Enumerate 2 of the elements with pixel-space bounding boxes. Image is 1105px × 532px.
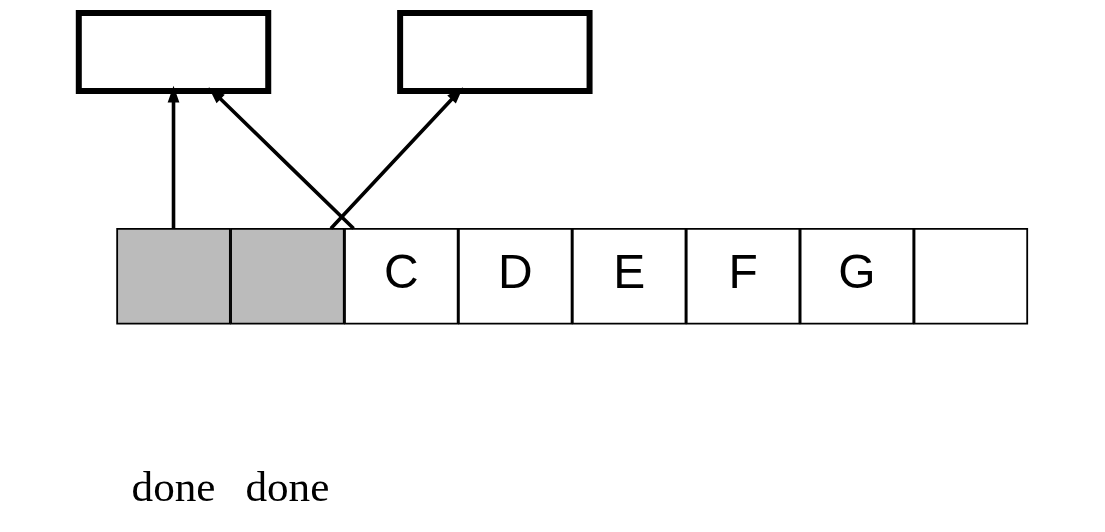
label: done: [244, 462, 329, 510]
label: done: [131, 462, 215, 510]
